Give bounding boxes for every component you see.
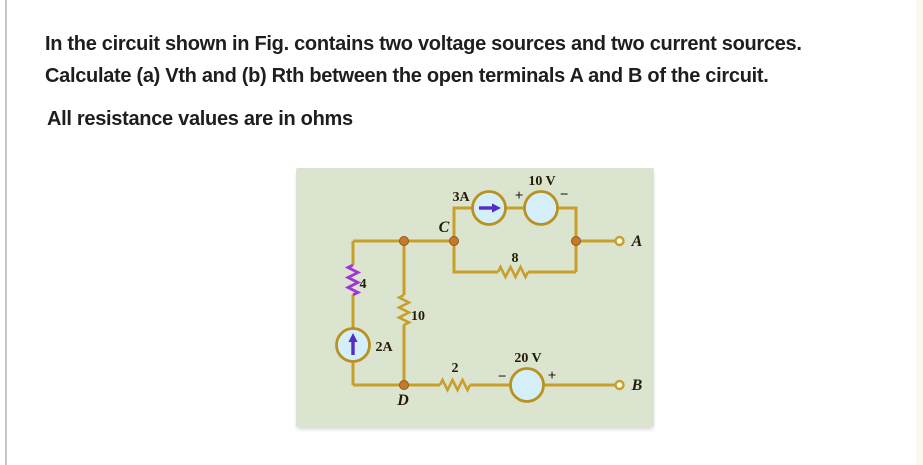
- problem-line-1: In the circuit shown in Fig. contains tw…: [45, 33, 802, 55]
- terminal-b: [614, 379, 625, 391]
- problem-statement: In the circuit shown in Fig. contains tw…: [45, 28, 875, 92]
- resistor-2: [438, 377, 472, 393]
- node-dot-d: [399, 380, 409, 390]
- label-terminal-b: B: [631, 377, 643, 394]
- label-3a: 3A: [452, 190, 470, 205]
- page-left-border: [5, 0, 7, 465]
- arrow-up-icon: [348, 333, 358, 355]
- node-dot-c: [449, 236, 459, 246]
- circuit-figure-panel: 10 V + − 3A C 8 A 4 10 2A 2 20 V − + D B: [296, 168, 654, 427]
- label-10v: 10 V: [528, 174, 555, 189]
- label-terminal-a: A: [631, 233, 643, 250]
- terminal-a: [614, 235, 625, 247]
- label-2a: 2A: [375, 340, 393, 355]
- label-r8: 8: [512, 251, 519, 266]
- voltage-source-20v: [509, 367, 545, 403]
- voltage-source-10v: [523, 190, 559, 226]
- resistor-4: [344, 263, 362, 297]
- label-node-d: D: [396, 392, 409, 409]
- label-20v: 20 V: [514, 351, 541, 366]
- wire-top-loop: [452, 206, 578, 274]
- node-dot-mid: [399, 236, 409, 246]
- node-dot-right: [571, 236, 581, 246]
- label-10v-plus: +: [515, 188, 524, 204]
- label-20v-plus: +: [548, 368, 557, 384]
- problem-note: All resistance values are in ohms: [47, 108, 353, 130]
- page-right-edge: [916, 0, 923, 465]
- label-10v-minus: −: [560, 187, 569, 203]
- resistor-10: [396, 293, 413, 326]
- problem-line-2: Calculate (a) Vth and (b) Rth between th…: [45, 65, 769, 87]
- label-node-c: C: [439, 219, 450, 236]
- label-r2: 2: [452, 361, 459, 376]
- arrow-right-icon: [479, 203, 501, 213]
- resistor-8: [496, 264, 530, 280]
- circuit-diagram: 10 V + − 3A C 8 A 4 10 2A 2 20 V − + D B: [335, 174, 643, 409]
- label-r10: 10: [411, 309, 425, 324]
- label-20v-minus: −: [498, 369, 507, 385]
- label-r4: 4: [360, 277, 367, 292]
